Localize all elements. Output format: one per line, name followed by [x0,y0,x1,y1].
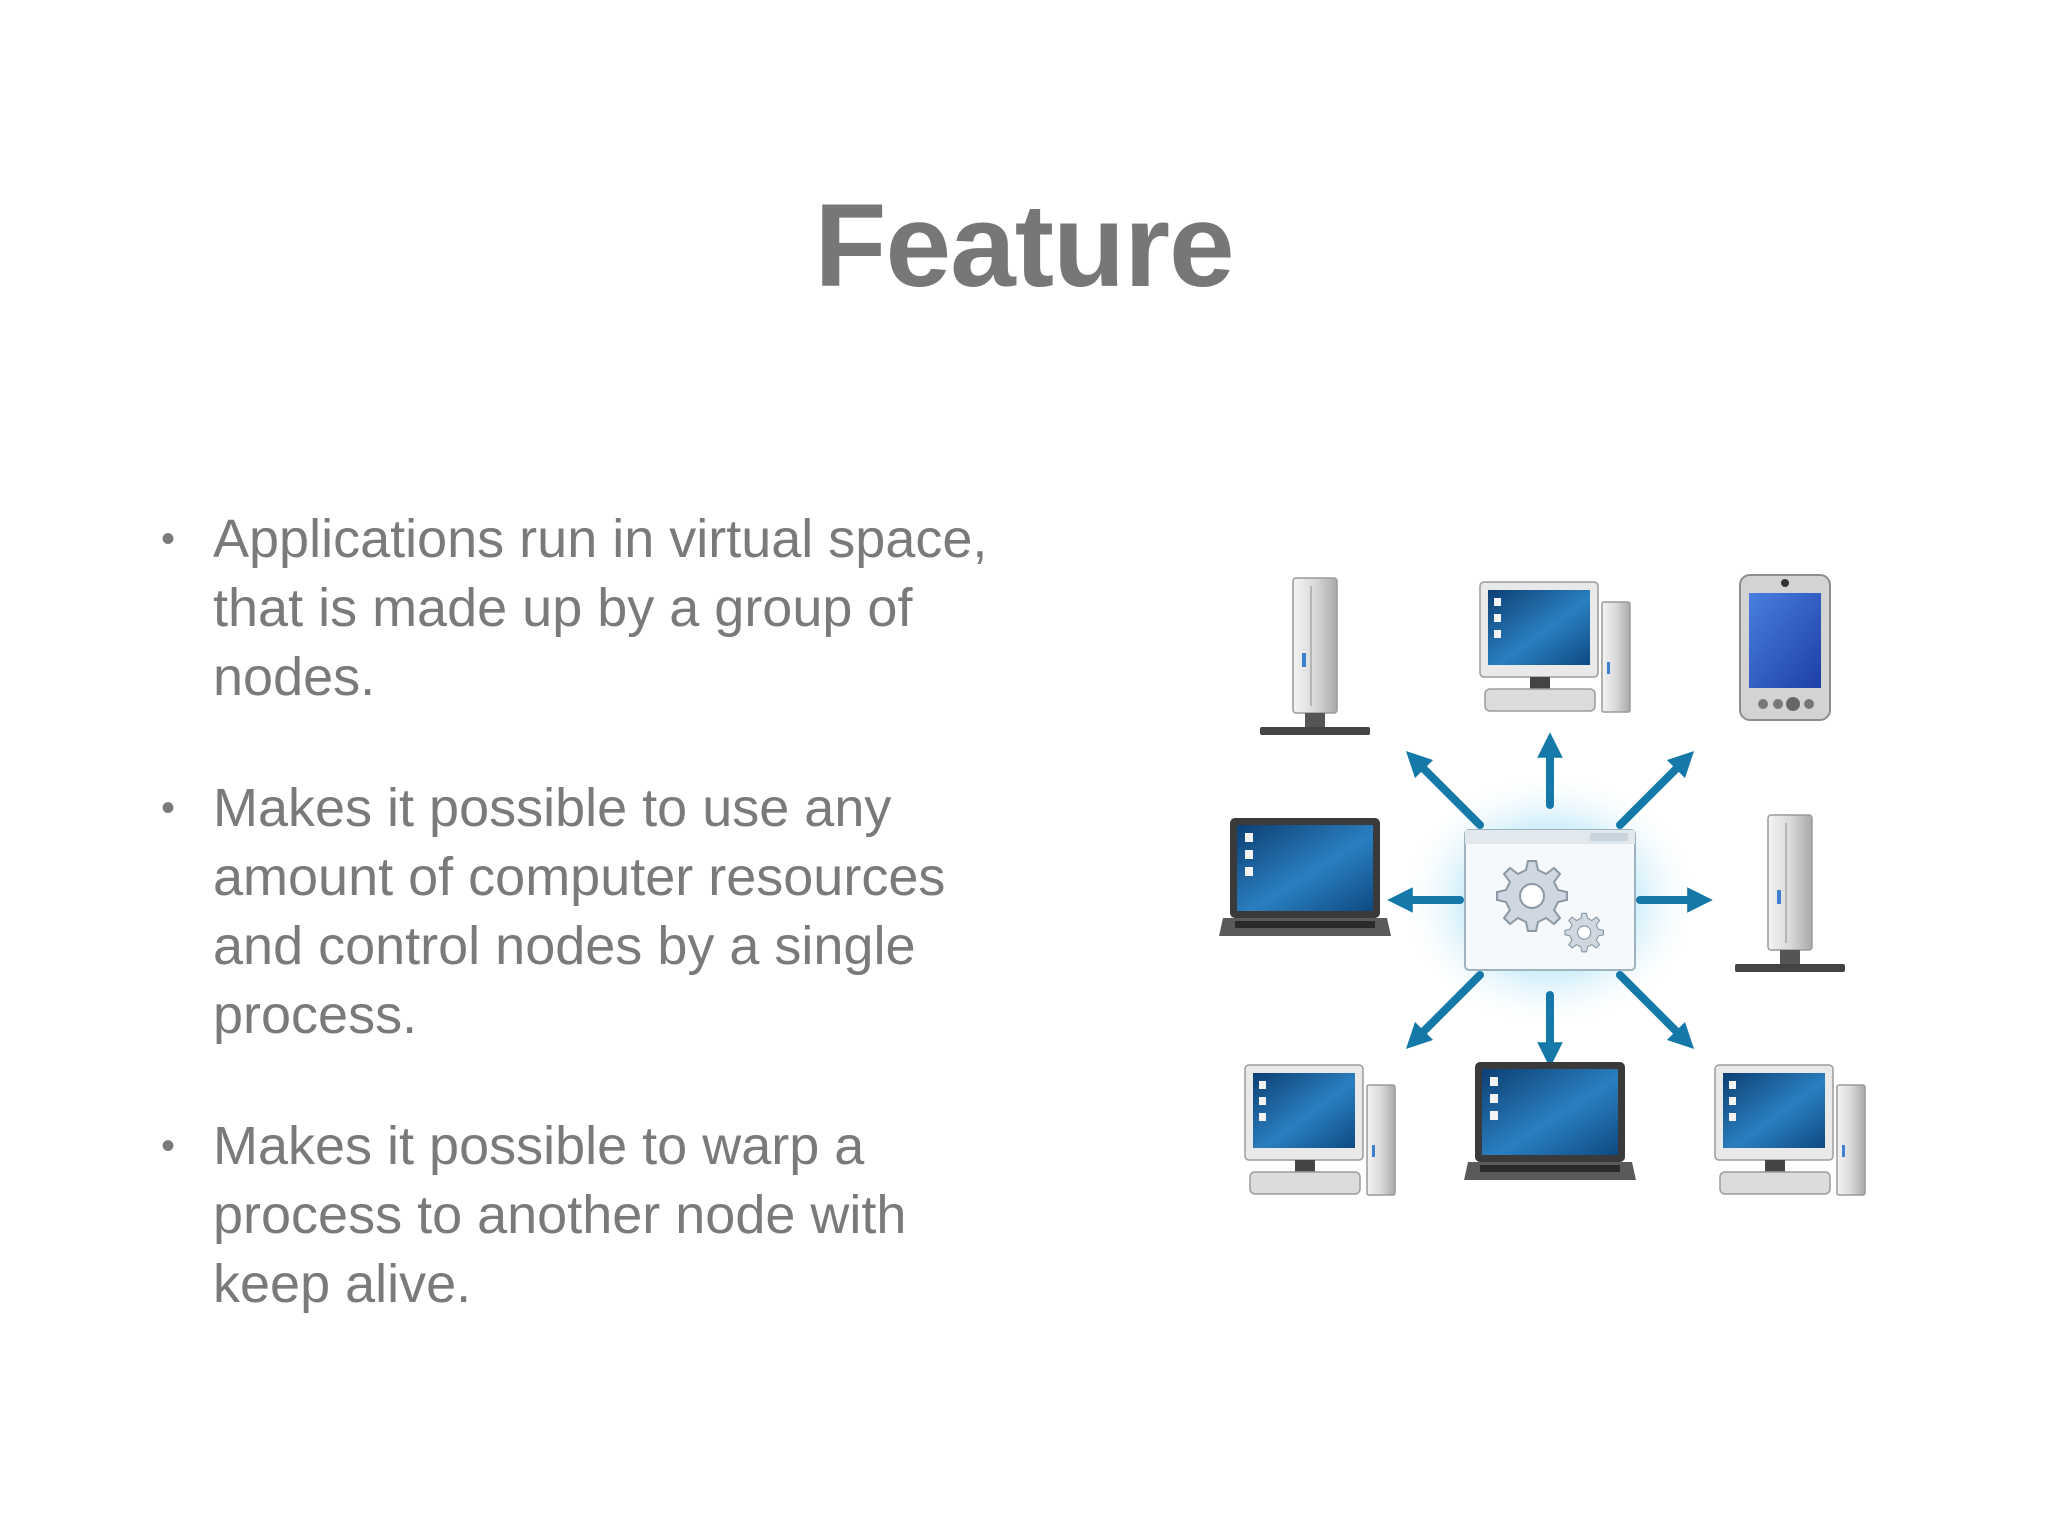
bullet-text: Makes it possible to use any amount of c… [213,778,946,1045]
arrow-down-left [1405,971,1484,1050]
bullet-marker: • [161,1124,176,1168]
desktop-computer-icon [1479,581,1631,713]
bullet-text: Makes it possible to warp a process to a… [213,1116,907,1314]
bullet-marker: • [161,786,176,830]
laptop-icon [1219,818,1391,936]
bullet-text: Applications run in virtual space, that … [213,509,988,707]
server-tower-icon [1734,814,1846,973]
network-diagram [1219,574,1866,1196]
slide-title: Feature [814,180,1234,312]
bullet-item: • Applications run in virtual space, tha… [155,505,1035,712]
bullet-item: • Makes it possible to use any amount of… [155,774,1035,1050]
server-tower-icon [1259,577,1371,736]
desktop-computer-icon [1714,1064,1866,1196]
arrow-up-left [1405,750,1484,829]
bullet-marker: • [161,517,176,561]
bullet-item: • Makes it possible to warp a process to… [155,1112,1035,1319]
laptop-icon [1464,1062,1636,1180]
gear-window-icon [1464,829,1636,971]
arrow-up-right [1616,750,1695,829]
arrows [1387,732,1713,1068]
arrow-down-right [1616,971,1695,1050]
bullet-list: • Applications run in virtual space, tha… [155,505,1035,1381]
desktop-computer-icon [1244,1064,1396,1196]
pda-device-icon [1739,574,1831,721]
